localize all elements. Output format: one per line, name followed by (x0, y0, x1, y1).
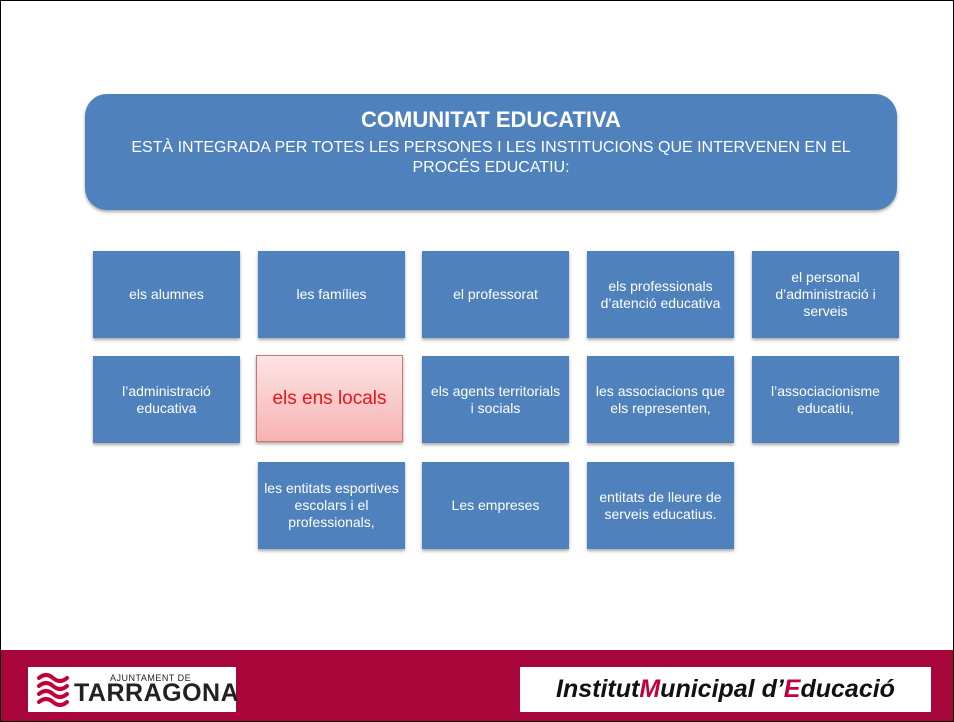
ajuntament-logo: AJUNTAMENT DE TARRAGONA (28, 667, 240, 712)
member-box-families: les famílies (258, 251, 405, 338)
institute-text-part: Institut (556, 675, 640, 703)
member-box-ens-locals-highlighted: els ens locals (256, 355, 403, 442)
member-box-associacionisme: l’associacionisme educatiu, (752, 356, 899, 443)
institute-initial-e: E (783, 675, 801, 703)
member-label: entitats de lleure de serveis educatius. (599, 488, 722, 522)
header-box: COMUNITAT EDUCATIVA ESTÀ INTEGRADA PER T… (85, 94, 897, 210)
member-label: els professionals d’atenció educativa (600, 277, 721, 311)
member-box-associacions: les associacions que els representen, (587, 356, 734, 443)
logo-small-text: AJUNTAMENT DE (110, 673, 192, 683)
member-label: els alumnes (129, 286, 204, 302)
member-box-administracio-educativa: l’administració educativa (93, 356, 240, 443)
member-box-professionals-atencio: els professionals d’atenció educativa (587, 251, 734, 338)
member-box-personal-administracio: el personal d’administració i serveis (752, 251, 899, 338)
header-title: COMUNITAT EDUCATIVA (361, 107, 621, 132)
member-box-professorat: el professorat (422, 251, 569, 338)
member-label: l’administració educativa (122, 382, 211, 416)
tarragona-emblem-icon (37, 673, 69, 707)
member-label: el professorat (453, 286, 538, 302)
member-label: Les empreses (451, 497, 540, 513)
member-label: el personal d’administració i serveis (775, 269, 876, 319)
member-label: l’associacionisme educatiu, (771, 382, 880, 416)
institute-initial-m: M (639, 675, 661, 703)
logo-big-text: TARRAGONA (74, 679, 240, 707)
member-label: les famílies (296, 286, 367, 302)
member-label: les associacions que els representen, (595, 382, 726, 416)
institute-text-part: unicipal d’ (660, 675, 784, 703)
institute-text-part: ducació (800, 675, 895, 703)
member-label-highlighted: els ens locals (272, 387, 387, 409)
member-box-empreses: Les empreses (422, 462, 569, 549)
member-label: els agents territorials i socials (430, 382, 561, 416)
member-label: les entitats esportives escolars i el pr… (264, 480, 399, 530)
member-box-alumnes: els alumnes (93, 251, 240, 338)
member-box-entitats-lleure: entitats de lleure de serveis educatius. (587, 462, 734, 549)
member-box-agents-territorials: els agents territorials i socials (422, 356, 569, 443)
member-box-entitats-esportives: les entitats esportives escolars i el pr… (258, 462, 405, 549)
header-subtitle: ESTÀ INTEGRADA PER TOTES LES PERSONES I … (131, 139, 851, 176)
